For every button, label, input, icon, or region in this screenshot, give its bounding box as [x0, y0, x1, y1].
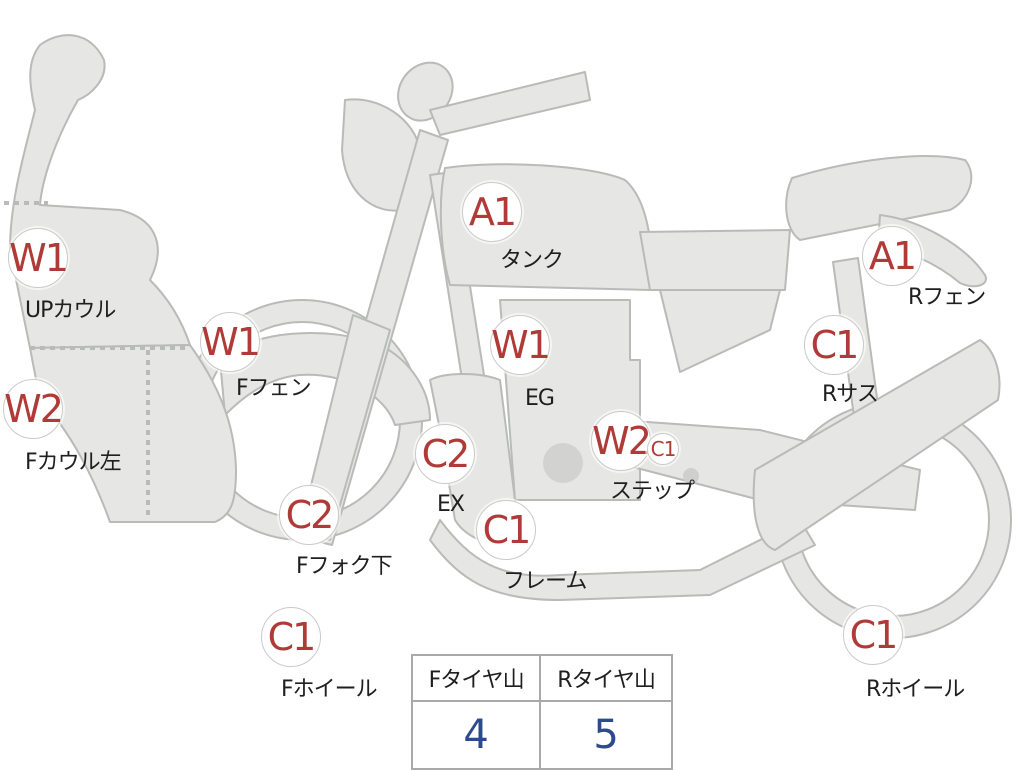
- code-badge-r-fender[interactable]: A1: [862, 226, 922, 286]
- code-badge-exhaust[interactable]: C2: [415, 424, 475, 484]
- mirror-shape: [397, 61, 454, 122]
- label-frame: フレーム: [503, 569, 587, 594]
- label-up-cowl: UPカウル: [25, 298, 116, 323]
- code-badge-up-cowl[interactable]: W1: [8, 228, 69, 288]
- code-badge-tank[interactable]: A1: [462, 182, 522, 242]
- lower-cowl-shape: [29, 344, 237, 523]
- label-step: ステップ: [610, 479, 695, 504]
- frame-rail-shape: [429, 519, 816, 601]
- value-front-tire-tread: 4: [410, 700, 542, 770]
- tire-tread-table: Fタイヤ山 Rタイヤ山 4 5: [410, 654, 673, 770]
- code-badge-r-suspension[interactable]: C1: [804, 315, 864, 375]
- label-r-suspension: Rサス: [822, 382, 879, 407]
- label-exhaust: EX: [437, 492, 465, 517]
- label-f-wheel: Fホイール: [281, 677, 378, 702]
- label-tank: タンク: [500, 248, 564, 273]
- header-rear-tire-tread: Rタイヤ山: [539, 654, 673, 702]
- code-badge-frame[interactable]: C1: [476, 500, 536, 560]
- handlebar-shape: [429, 71, 591, 136]
- code-badge-f-wheel[interactable]: C1: [261, 607, 321, 667]
- code-badge-engine[interactable]: W1: [490, 315, 551, 375]
- label-f-fender: Fフェン: [236, 376, 312, 401]
- code-badge-step-secondary[interactable]: C1: [647, 433, 679, 465]
- engine-plug-disc: [683, 468, 699, 484]
- label-r-wheel: Rホイール: [866, 677, 965, 702]
- engine-case-disc: [543, 443, 583, 483]
- tail-shape: [659, 289, 781, 373]
- muffler-shape: [752, 339, 1001, 551]
- code-badge-r-wheel[interactable]: C1: [843, 605, 903, 665]
- code-badge-step[interactable]: W2: [591, 411, 652, 471]
- label-r-fender: Rフェン: [908, 285, 986, 310]
- code-badge-f-fork-lower[interactable]: C2: [279, 485, 339, 545]
- value-rear-tire-tread: 5: [539, 700, 673, 770]
- header-front-tire-tread: Fタイヤ山: [410, 654, 542, 702]
- code-badge-f-fender[interactable]: W1: [200, 312, 261, 372]
- label-f-fork-lower: Fフォク下: [296, 554, 393, 579]
- sidecover-shape: [639, 229, 791, 291]
- fork-lower-shape: [299, 314, 391, 541]
- label-engine: EG: [525, 386, 555, 411]
- seat-shape: [785, 155, 973, 241]
- code-badge-f-cowl-left[interactable]: W2: [3, 379, 64, 439]
- label-f-cowl-left: Fカウル左: [25, 450, 122, 475]
